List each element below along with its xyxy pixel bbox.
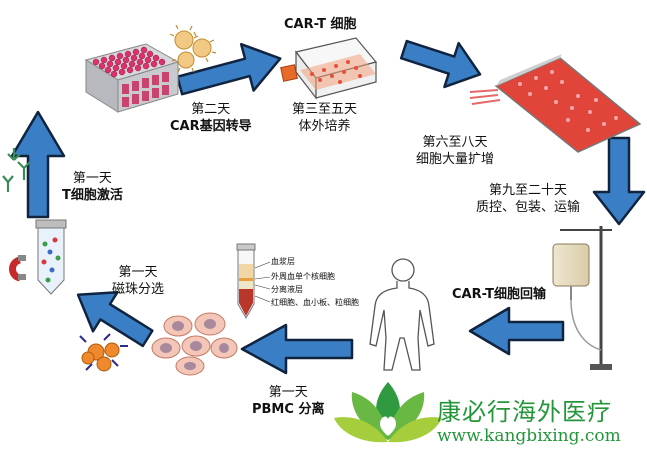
flow-arrow-reinfusion: [468, 306, 565, 356]
step-culture-name: 体外培养: [298, 119, 351, 134]
culture-flask-image: [280, 37, 378, 100]
magnetic-beads-image: [79, 333, 128, 372]
cart-cells-title: CAR-T 细胞: [284, 17, 357, 32]
culture-bag-image: [469, 54, 642, 153]
brand-logo-icon: [334, 382, 442, 443]
brand-url: www.kangbixing.com: [437, 426, 621, 446]
tube-layer-plasma: 血浆层: [271, 257, 295, 266]
step-magnetic-name: 磁珠分选: [112, 282, 165, 297]
viral-vector-particles-image: [169, 24, 217, 73]
step-transduction-name: CAR基因转导: [170, 119, 252, 134]
step-qc-day: 第九至二十天: [489, 183, 568, 198]
tube-layer-separation: 分离液层: [271, 285, 303, 294]
flow-arrow-down: [592, 136, 646, 226]
tube-layer-pbmc: 外周血单个核细胞: [271, 272, 335, 281]
step-activation-day: 第一天: [72, 171, 112, 186]
flow-arrow-magnetic: [76, 291, 154, 348]
step-reinfusion-label: CAR-T细胞回输: [452, 287, 546, 302]
step-expansion-name: 细胞大量扩增: [416, 152, 495, 167]
flow-arrow-pbmc: [240, 323, 354, 375]
step-expansion-label: 第六至八天 细胞大量扩增: [416, 134, 494, 168]
tube-layer-rbc: 红细胞、血小板、粒细胞: [271, 298, 359, 307]
step-culture-label: 第三至五天 体外培养: [292, 101, 357, 135]
step-transduction-label: 第二天 CAR基因转导: [170, 101, 252, 135]
step-qc-label: 第九至二十天 质控、包装、运输: [476, 182, 580, 216]
human-body-outline-image: [369, 258, 435, 371]
step-expansion-day: 第六至八天: [422, 135, 488, 150]
step-magnetic-label: 第一天 磁珠分选: [112, 264, 164, 298]
flow-arrow-culture-to-bag: [399, 39, 482, 89]
step-pbmc-name: PBMC 分离: [252, 402, 325, 417]
brand-name: 康必行海外医疗: [437, 398, 612, 426]
centrifuge-tube-image: [236, 243, 271, 320]
magnet-tube-image: [9, 219, 67, 295]
step-culture-day: 第三至五天: [292, 102, 358, 117]
flow-arrow-up: [10, 110, 66, 219]
iv-bag-image: [552, 226, 612, 370]
step-activation-name: T细胞激活: [62, 188, 123, 203]
step-magnetic-day: 第一天: [118, 265, 158, 280]
step-activation-label: 第一天 T细胞激活: [62, 170, 123, 204]
step-transduction-day: 第二天: [191, 102, 231, 117]
step-pbmc-day: 第一天: [268, 385, 308, 400]
step-pbmc-label: 第一天 PBMC 分离: [252, 384, 324, 418]
cell-culture-plate-image: [84, 43, 180, 113]
pbmc-cells-image: [151, 312, 238, 376]
antibody-icons: [2, 148, 31, 192]
step-qc-name: 质控、包装、运输: [476, 200, 581, 215]
flow-arrow-plate-to-culture: [176, 42, 282, 96]
